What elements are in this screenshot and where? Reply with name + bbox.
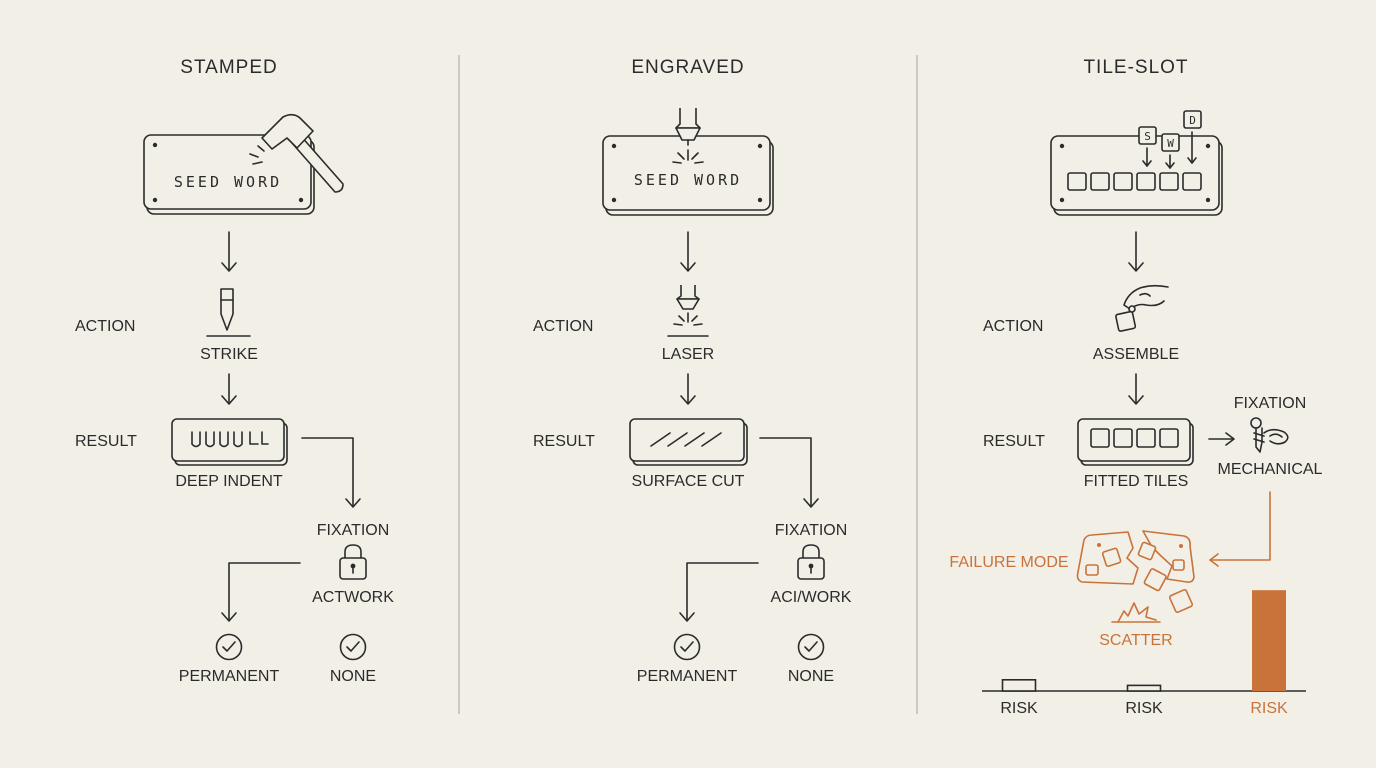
tile-letter: D: [1189, 114, 1196, 127]
flow-arrow: [680, 231, 696, 272]
failure-result: SCATTER: [1099, 632, 1172, 649]
column-stamped: STAMPED SEED WORD ACTION: [75, 57, 394, 685]
tile-letter: W: [1167, 137, 1174, 150]
column-title: STAMPED: [180, 57, 277, 78]
fixation-label: FIXATION: [317, 522, 390, 539]
check-circle-icon: [215, 633, 243, 661]
flow-arrow: [759, 437, 819, 508]
lock-icon: [797, 544, 825, 580]
outcome-none: NONE: [330, 668, 376, 685]
letter-tile: D: [1183, 110, 1202, 129]
risk-bar: [1001, 678, 1037, 692]
column-engraved: ENGRAVED SEED WORD ACTION: [533, 57, 852, 685]
flow-arrow: [301, 437, 361, 508]
tile-plate-icon: S W D: [1050, 110, 1223, 216]
indented-plate-icon: [171, 418, 288, 466]
laser-head-icon: [667, 285, 709, 337]
fixation-label: FIXATION: [1234, 395, 1307, 412]
outcome-permanent: PERMANENT: [179, 668, 280, 685]
outcome-none: NONE: [788, 668, 834, 685]
screw-clip-icon: [1250, 417, 1289, 453]
failure-mode-label: FAILURE MODE: [949, 554, 1068, 571]
fixation-label: FIXATION: [775, 522, 848, 539]
result-label: RESULT: [983, 433, 1045, 450]
plate-text: SEED WORD: [634, 171, 742, 189]
flow-arrow: [1208, 432, 1235, 446]
outcome-permanent: PERMANENT: [637, 668, 738, 685]
column-title: ENGRAVED: [631, 57, 744, 78]
risk-label: RISK: [1125, 700, 1163, 717]
risk-bar: [1126, 684, 1162, 692]
plate-icon: SEED WORD: [143, 134, 315, 215]
action-value: LASER: [662, 346, 714, 363]
result-label: RESULT: [75, 433, 137, 450]
fixation-value: MECHANICAL: [1218, 461, 1323, 478]
punch-icon: [206, 288, 251, 337]
flow-arrow: [1128, 231, 1144, 272]
tile-letter: S: [1144, 130, 1151, 143]
fixation-value: ACI/WORK: [771, 589, 852, 606]
fitted-tiles-plate-icon: [1077, 418, 1194, 466]
letter-tile: W: [1161, 133, 1180, 152]
risk-label: RISK: [1000, 700, 1038, 717]
action-label: ACTION: [533, 318, 593, 335]
hammer-icon: [249, 113, 344, 193]
check-circle-icon: [797, 633, 825, 661]
action-value: STRIKE: [200, 346, 258, 363]
plate-text: SEED WORD: [174, 173, 282, 191]
plate-icon: SEED WORD: [602, 135, 774, 216]
flow-arrow: [221, 231, 237, 272]
flow-arrow: [680, 373, 696, 405]
hand-placing-tile-icon: [1115, 284, 1169, 332]
broken-plate-icon: [1076, 530, 1195, 614]
column-title: TILE-SLOT: [1083, 57, 1188, 78]
letter-tile: S: [1138, 126, 1157, 145]
result-value: FITTED TILES: [1084, 473, 1189, 490]
risk-label-highlight: RISK: [1250, 700, 1288, 717]
flow-arrow: [221, 562, 301, 622]
lock-icon: [339, 544, 367, 580]
action-label: ACTION: [983, 318, 1043, 335]
risk-bar: [1252, 590, 1286, 691]
scatter-burst-icon: [1111, 602, 1161, 623]
flow-arrow: [1128, 373, 1144, 405]
engraved-plate-icon: [629, 418, 748, 466]
check-circle-icon: [673, 633, 701, 661]
result-label: RESULT: [533, 433, 595, 450]
laser-head-icon: [672, 108, 704, 164]
column-tile-slot: TILE-SLOT S W D: [949, 57, 1322, 649]
action-value: ASSEMBLE: [1093, 346, 1179, 363]
fixation-value: ACTWORK: [312, 589, 394, 606]
check-circle-icon: [339, 633, 367, 661]
result-value: SURFACE CUT: [632, 473, 745, 490]
risk-chart: RISK RISK RISK: [982, 590, 1306, 717]
action-label: ACTION: [75, 318, 135, 335]
result-value: DEEP INDENT: [175, 473, 283, 490]
flow-arrow: [679, 562, 759, 622]
flow-arrow: [221, 373, 237, 405]
failure-arrow: [1209, 491, 1271, 567]
